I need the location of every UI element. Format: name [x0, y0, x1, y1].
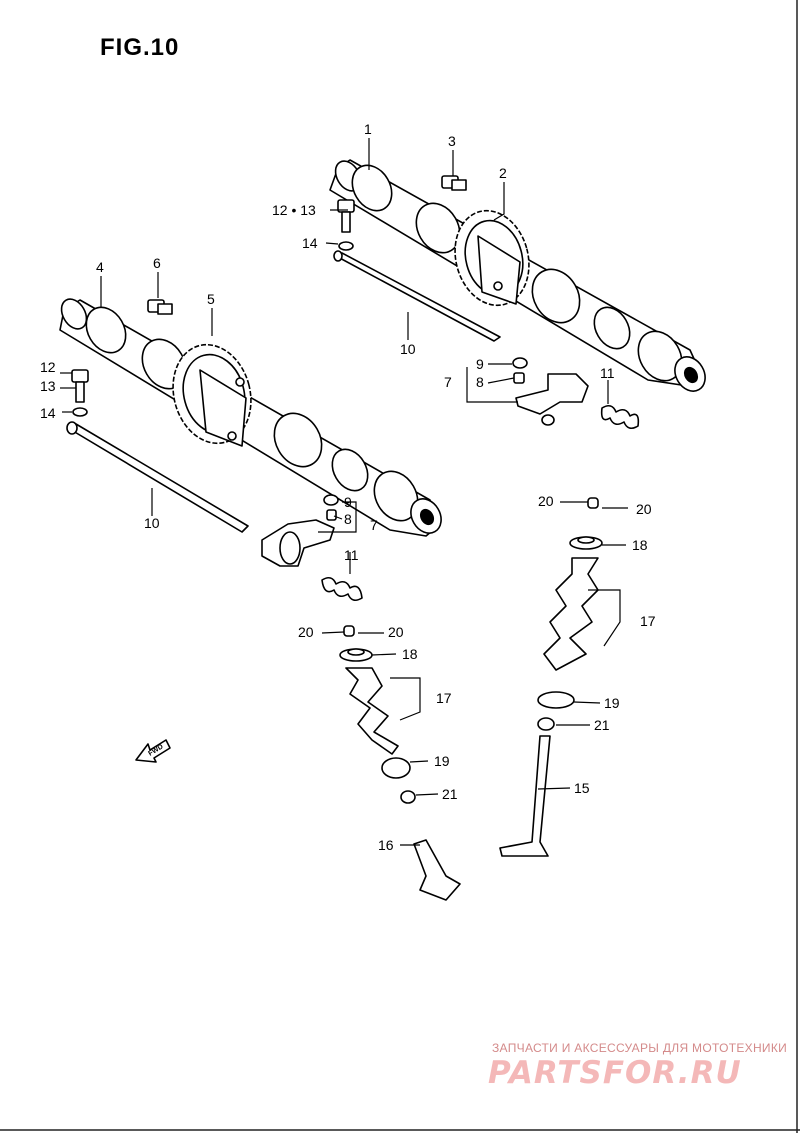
callout-12: 12 [40, 359, 56, 375]
callout-9-upper: 9 [476, 356, 484, 372]
leader-lines [60, 138, 628, 846]
callout-20-right-a: 20 [538, 493, 554, 509]
bolt-12-13-lower [71, 369, 89, 417]
forward-direction-arrow: FWD [135, 739, 171, 763]
callout-14-upper: 14 [302, 235, 318, 251]
valve-assembly-right [499, 497, 603, 857]
callout-7-upper: 7 [444, 374, 452, 390]
rocker-shaft-upper [333, 250, 501, 342]
callout-20-right-b: 20 [636, 501, 652, 517]
callout-10-lower: 10 [144, 515, 160, 531]
callout-numbers: 1 2 3 4 5 6 10 10 12 • 13 12 13 14 14 9 … [40, 121, 656, 853]
callout-5: 5 [207, 291, 215, 307]
spring-11-upper [600, 404, 640, 430]
callout-21-right: 21 [594, 717, 610, 733]
rocker-arm-upper [512, 357, 589, 426]
callout-7-lower: 7 [370, 517, 378, 533]
callout-16: 16 [378, 837, 394, 853]
callout-3: 3 [448, 133, 456, 149]
callout-13: 13 [40, 378, 56, 394]
callout-20-left-b: 20 [388, 624, 404, 640]
callout-2: 2 [499, 165, 507, 181]
bolt-3 [441, 175, 467, 191]
callout-17-left: 17 [436, 690, 452, 706]
callout-8-lower: 8 [344, 511, 352, 527]
watermark-logo: PARTSFOR.RU [488, 1055, 742, 1091]
callout-14-lower: 14 [40, 405, 56, 421]
bolt-12-13-upper [337, 199, 355, 251]
callout-11-upper: 11 [600, 365, 615, 381]
callout-18-right: 18 [632, 537, 648, 553]
valve-assembly-left [339, 625, 461, 901]
callout-20-left-a: 20 [298, 624, 314, 640]
callout-15: 15 [574, 780, 590, 796]
spring-11-lower [321, 576, 363, 602]
callout-21-left: 21 [442, 786, 458, 802]
watermark-tagline: ЗАПЧАСТИ И АКСЕССУАРЫ ДЛЯ МОТОТЕХНИКИ [492, 1041, 788, 1055]
callout-4: 4 [96, 259, 104, 275]
callout-6: 6 [153, 255, 161, 271]
callout-11-lower: 11 [344, 547, 359, 563]
callout-9-lower: 9 [344, 494, 352, 510]
cam-sprocket-upper [454, 209, 530, 307]
callout-8-upper: 8 [476, 374, 484, 390]
cam-sprocket-lower [172, 343, 252, 447]
callout-19-left: 19 [434, 753, 450, 769]
rocker-shaft-lower [66, 421, 249, 533]
bolt-6 [147, 299, 173, 315]
callout-19-right: 19 [604, 695, 620, 711]
callout-18-left: 18 [402, 646, 418, 662]
callout-1: 1 [364, 121, 372, 137]
callout-12-13: 12 • 13 [272, 202, 316, 218]
camshaft-lower [59, 298, 442, 537]
callout-17-right: 17 [640, 613, 656, 629]
figure-title: FIG.10 [100, 34, 180, 61]
rocker-arm-lower [261, 494, 339, 567]
callout-10-upper: 10 [400, 341, 416, 357]
